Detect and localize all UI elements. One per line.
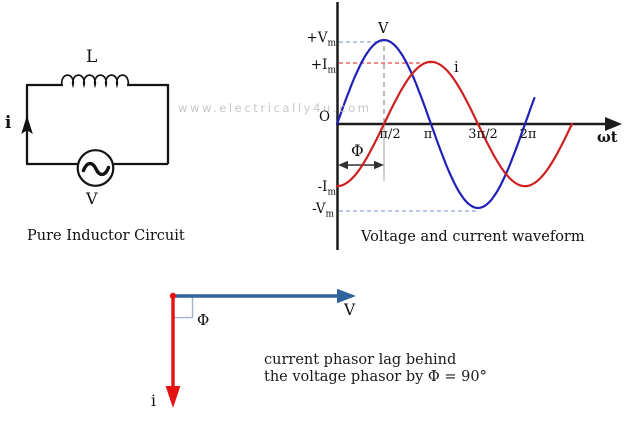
current-arrow-icon	[21, 115, 33, 134]
xtick-3pi-over-2: 3π/2	[468, 127, 498, 142]
ylabel-vm-neg: -Vm	[312, 201, 334, 220]
phasor-note-line2: the voltage phasor by Φ = 90°	[264, 369, 487, 385]
x-axis-label: ωt	[597, 129, 618, 146]
circuit-diagram	[21, 74, 170, 187]
voltage-curve-label: V	[378, 21, 389, 37]
phasor-angle-label: Φ	[197, 311, 210, 329]
circuit-current-label: i	[5, 113, 12, 132]
phasor-diagram	[165, 288, 356, 408]
watermark: www.electrically4u.com	[178, 101, 372, 115]
current-curve	[335, 60, 574, 188]
inductor-label: L	[86, 47, 98, 67]
x-axis-arrow-icon	[605, 117, 622, 131]
phasor-note-line1: current phasor lag behind	[264, 352, 457, 368]
waveform-phase-label: Φ	[351, 142, 364, 160]
phasor-origin-dot	[169, 292, 177, 300]
voltage-phasor-arrow-icon	[337, 288, 356, 304]
inductor-coil	[60, 74, 130, 86]
circuit-caption: Pure Inductor Circuit	[27, 228, 185, 244]
current-curve-label: i	[454, 60, 459, 76]
origin-label: O	[319, 109, 331, 125]
waveform-plot	[335, 2, 622, 250]
phasor-i-label: i	[151, 392, 156, 410]
ylabel-im-neg: -Im	[317, 179, 336, 198]
sine-symbol-icon	[81, 161, 111, 177]
current-phasor-arrow-icon	[165, 386, 181, 408]
phase-arrow-right-icon	[374, 160, 384, 170]
right-angle-marker	[173, 296, 194, 319]
phasor-v-label: V	[344, 301, 356, 319]
xtick-pi-over-2: π/2	[379, 127, 401, 142]
ylabel-vm-pos: +Vm	[306, 30, 336, 49]
waveform-caption: Voltage and current waveform	[361, 229, 585, 245]
source-voltage-label: V	[86, 189, 98, 208]
xtick-2pi: 2π	[519, 127, 537, 142]
phase-arrow-left-icon	[338, 160, 348, 170]
voltage-curve	[335, 38, 536, 210]
xtick-pi: π	[423, 127, 433, 142]
ylabel-im-pos: +Im	[310, 57, 336, 76]
